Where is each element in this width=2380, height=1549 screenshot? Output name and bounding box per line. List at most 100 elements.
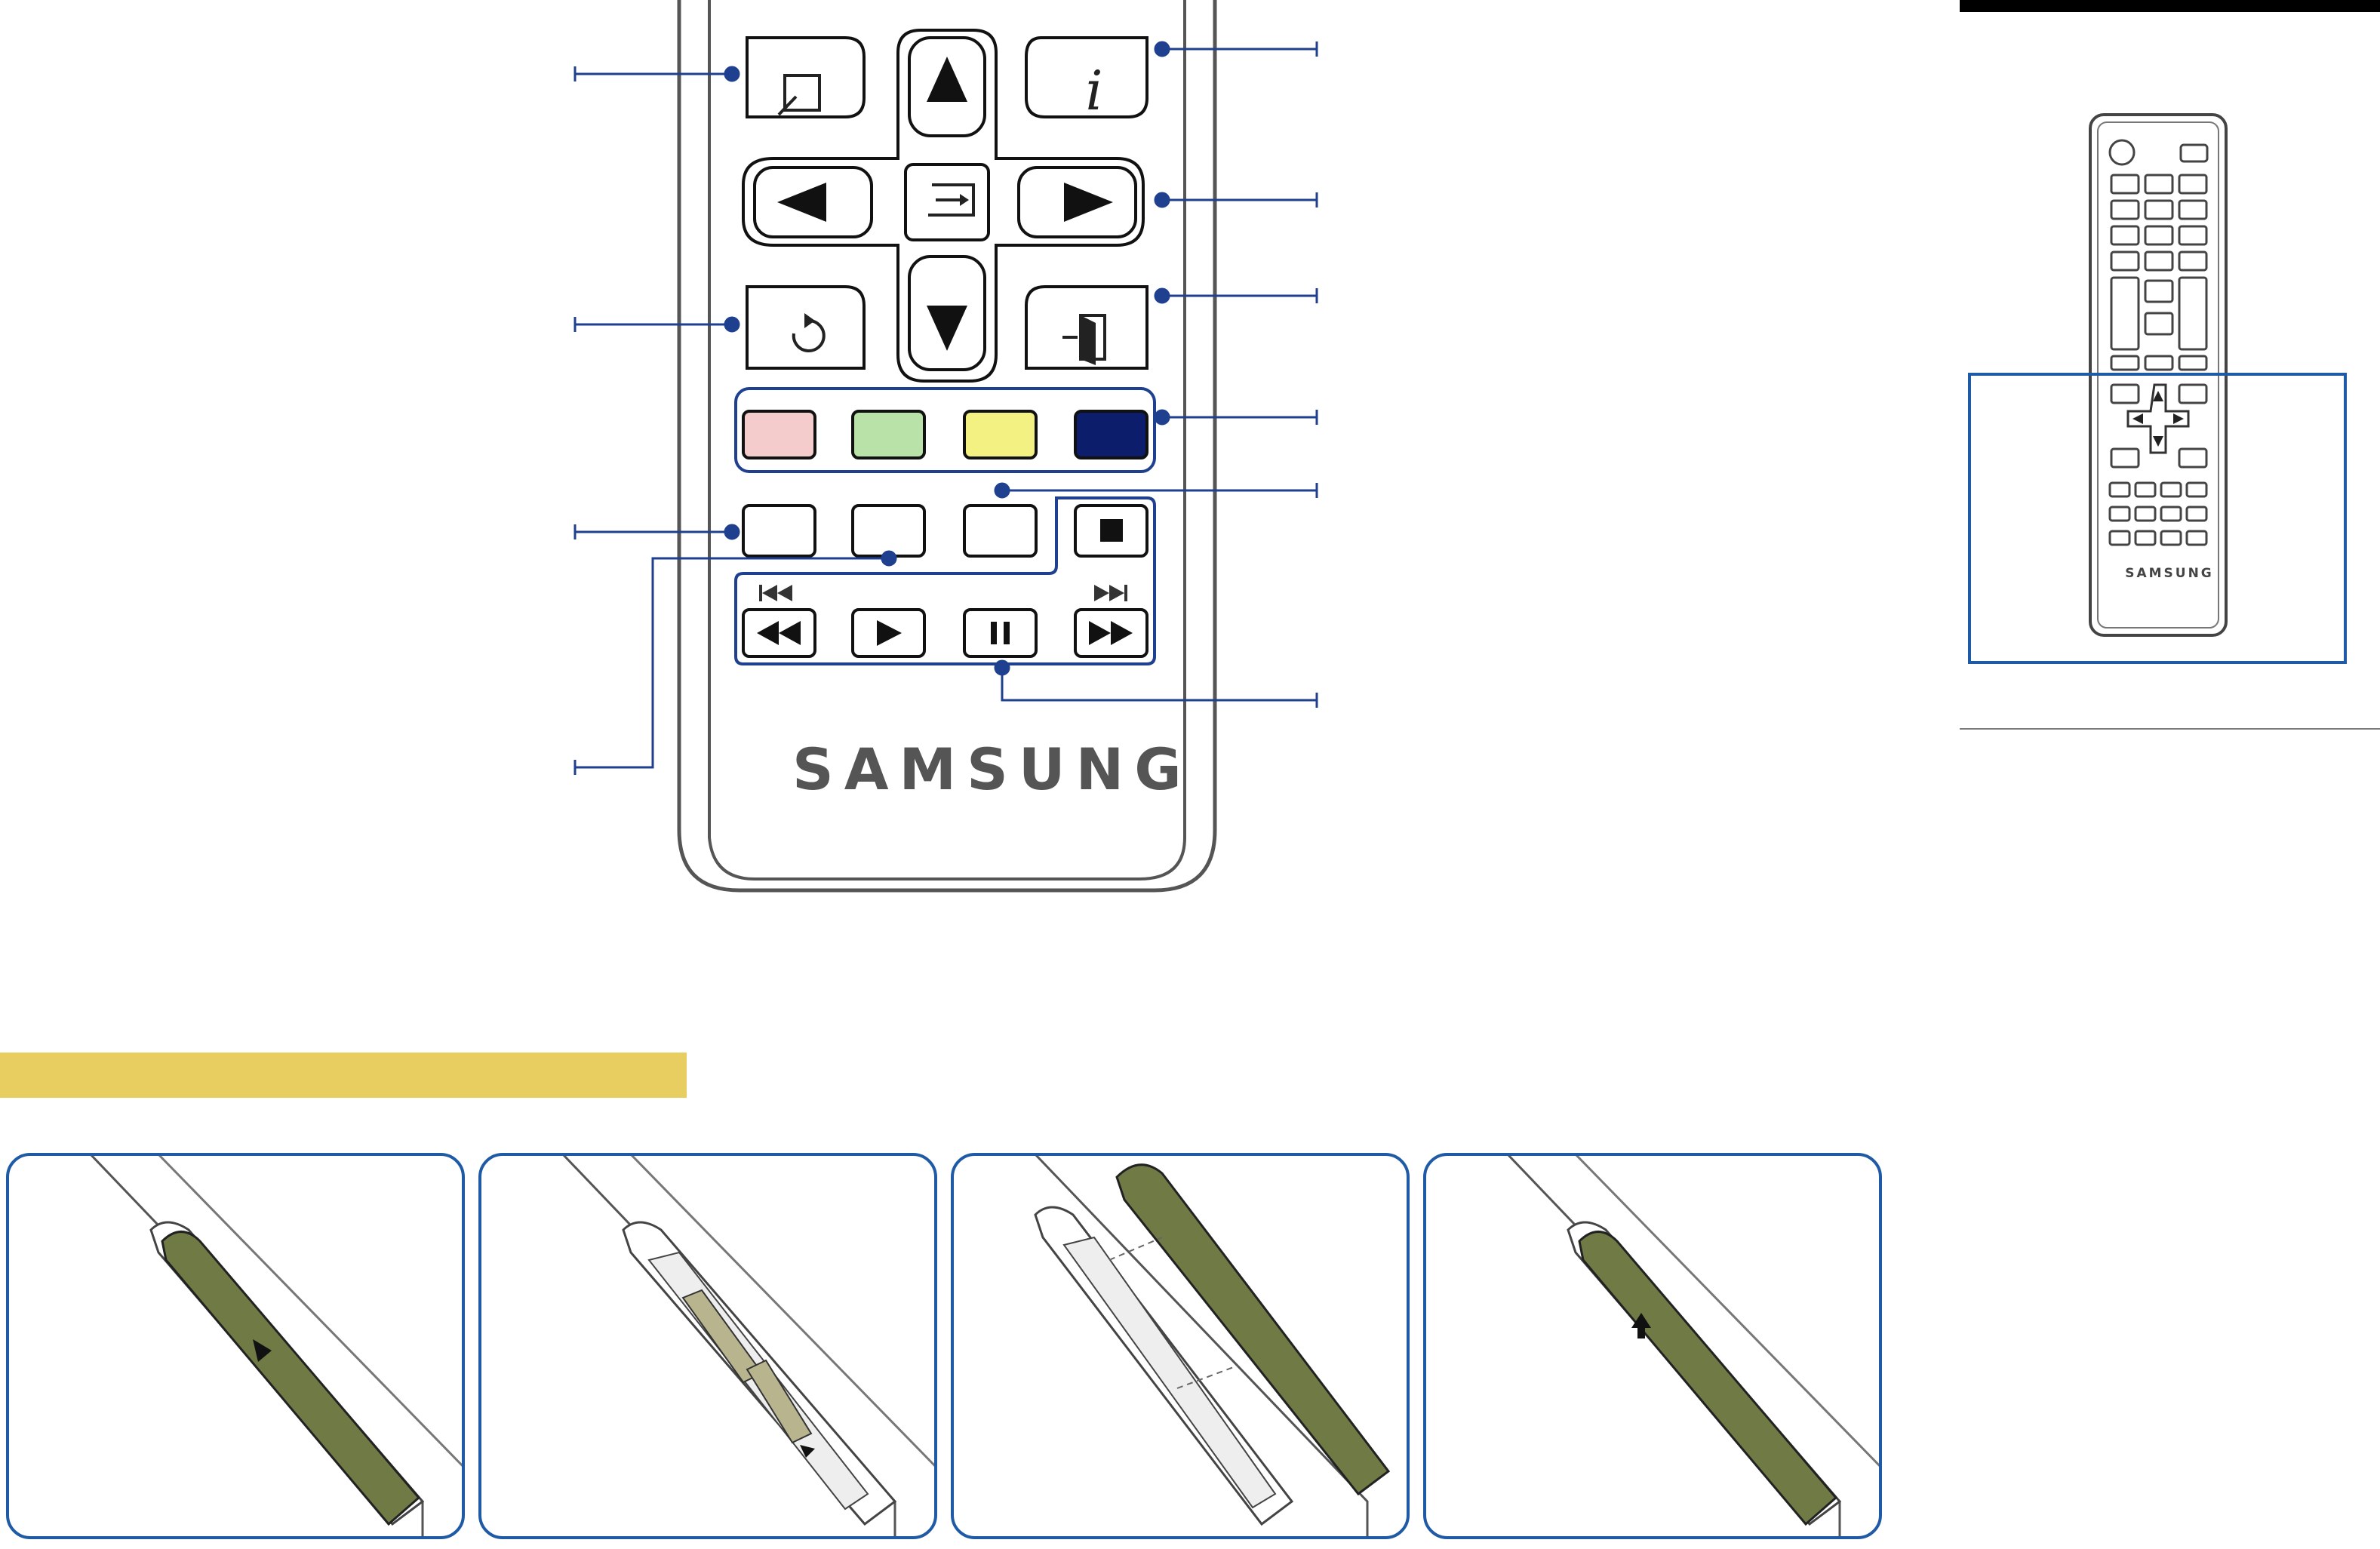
thumbnail-button <box>2110 447 2140 469</box>
enter-button[interactable] <box>904 163 990 241</box>
thumbnail-button <box>2185 530 2208 546</box>
power-icon <box>2108 139 2136 166</box>
thumbnail-button <box>2185 506 2208 522</box>
function-button-c[interactable] <box>963 504 1038 558</box>
pause-icon <box>991 622 1010 644</box>
thumbnail-button <box>2134 481 2157 498</box>
thumbnail-button <box>2178 383 2208 404</box>
thumbnail-button <box>2178 199 2208 220</box>
remote-body-inner <box>708 0 1186 881</box>
battery-step-2 <box>480 1154 936 1538</box>
info-icon: i <box>1085 59 1103 122</box>
thumbnail-samsung-logo: SAMSUNG <box>2125 566 2214 581</box>
thumbnail-button <box>2110 250 2140 272</box>
skip-previous-icon <box>759 585 792 601</box>
battery-step-4 <box>1425 1154 1880 1538</box>
function-button-b[interactable] <box>851 504 926 558</box>
rewind-button[interactable] <box>742 608 816 658</box>
thumbnail-button-grid <box>2108 174 2208 546</box>
thumbnail-button <box>2160 530 2182 546</box>
arrow-up-icon <box>927 57 967 102</box>
info-button[interactable] <box>1025 36 1149 118</box>
playback-group <box>734 496 1156 665</box>
battery-cover <box>1115 1163 1391 1496</box>
thumbnail-button <box>2110 276 2140 351</box>
thumbnail-button <box>2108 481 2131 498</box>
down-button[interactable] <box>908 255 986 371</box>
play-button[interactable] <box>851 608 926 658</box>
samsung-logo: SAMSUNG <box>792 736 1192 803</box>
thumbnail-button <box>2134 530 2157 546</box>
thumbnail-button <box>2160 481 2182 498</box>
arrow-right-icon <box>1064 183 1113 222</box>
return-icon <box>792 313 826 352</box>
up-button[interactable] <box>908 36 986 137</box>
stop-button[interactable] <box>1074 504 1148 558</box>
exit-icon <box>1062 314 1106 365</box>
thumbnail-button <box>2110 225 2140 246</box>
thumbnail-button <box>2110 355 2140 371</box>
thumbnail-button <box>2144 199 2174 220</box>
thumbnail-nav-pad <box>2126 383 2190 454</box>
right-button[interactable] <box>1017 166 1137 238</box>
green-button[interactable] <box>851 410 926 459</box>
tools-button[interactable] <box>746 36 866 118</box>
thumbnail-button <box>2144 174 2174 195</box>
thumbnail-button <box>2178 447 2208 469</box>
arrow-down-icon <box>800 1445 815 1458</box>
thumbnail-button <box>2144 279 2174 303</box>
remote-thumbnail <box>1968 113 2347 664</box>
tools-icon <box>777 74 821 116</box>
thumbnail-button <box>2178 355 2208 371</box>
red-button[interactable] <box>742 410 816 459</box>
battery-step-1 <box>8 1154 463 1538</box>
arrow-down-icon <box>927 306 967 351</box>
arrow-left-icon <box>777 183 826 222</box>
remote-control-diagram <box>573 0 1318 893</box>
thumbnail-button <box>2160 506 2182 522</box>
section-heading-bar <box>0 1053 687 1098</box>
battery-cover <box>1578 1231 1838 1526</box>
top-rule <box>1960 0 2380 12</box>
blue-button[interactable] <box>1074 410 1148 459</box>
stop-icon <box>1100 519 1123 542</box>
skip-next-icon <box>1094 585 1127 601</box>
battery-installation-steps <box>6 1153 1882 1539</box>
arrow-down-icon <box>253 1339 272 1362</box>
thumbnail-button <box>2144 355 2174 371</box>
arrow-up-icon <box>1631 1313 1651 1328</box>
fast-forward-button[interactable] <box>1074 608 1148 658</box>
thumbnail-button <box>2110 174 2140 195</box>
thumbnail-button <box>2144 312 2174 336</box>
battery-2 <box>746 1359 813 1444</box>
left-button[interactable] <box>753 166 873 238</box>
battery-compartment <box>1062 1236 1277 1509</box>
thumbnail-button <box>2110 383 2140 404</box>
thumbnail-button <box>2144 250 2174 272</box>
thumbnail-button <box>2178 174 2208 195</box>
rewind-icon <box>757 621 801 645</box>
exit-button[interactable] <box>1025 285 1148 370</box>
thumbnail-button <box>2134 506 2157 522</box>
color-buttons-group <box>734 387 1156 473</box>
section-divider <box>1960 728 2380 730</box>
thumbnail-highlight-frame <box>1968 373 2347 664</box>
pause-button[interactable] <box>963 608 1038 658</box>
battery-cover <box>161 1231 421 1526</box>
callout-function-b <box>575 557 889 769</box>
remote-body <box>677 0 1217 893</box>
return-button[interactable] <box>746 285 866 370</box>
thumbnail-button <box>2108 530 2131 546</box>
callout-playback <box>1001 668 1317 702</box>
thumbnail-button <box>2178 276 2208 351</box>
thumbnail-button <box>2110 199 2140 220</box>
play-icon <box>877 620 902 646</box>
thumbnail-button <box>2144 225 2174 246</box>
thumbnail-button <box>2178 250 2208 272</box>
navigation-pad <box>742 29 1145 383</box>
yellow-button[interactable] <box>963 410 1038 459</box>
function-button-a[interactable] <box>742 504 816 558</box>
callout-lines <box>573 41 1318 775</box>
thumbnail-button <box>2108 506 2131 522</box>
